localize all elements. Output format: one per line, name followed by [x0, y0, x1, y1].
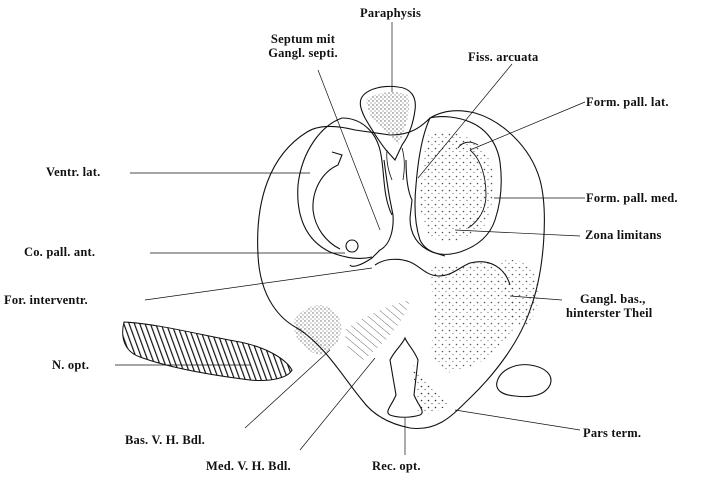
label-gangl-bas: Gangl. bas., hinterster Theil: [566, 292, 652, 320]
label-rec-opt: Rec. opt.: [372, 459, 421, 473]
label-zona-limitans: Zona limitans: [585, 228, 662, 242]
label-bas-vh-bdl: Bas. V. H. Bdl.: [125, 433, 205, 447]
optic-nerve: [123, 322, 292, 381]
label-septum: Septum mit Gangl. septi.: [248, 32, 358, 60]
label-form-pall-lat: Form. pall. lat.: [586, 95, 669, 109]
detached-fragment: [497, 365, 551, 397]
label-form-pall-med: Form. pall. med.: [586, 191, 678, 205]
label-med-vh-bdl: Med. V. H. Bdl.: [206, 459, 291, 473]
label-paraphysis: Paraphysis: [360, 6, 421, 20]
co-pall-ant-loop: [346, 240, 358, 252]
label-septum-line1: Septum mit: [248, 32, 358, 46]
label-n-opt: N. opt.: [52, 358, 89, 372]
label-ventr-lat: Ventr. lat.: [46, 165, 100, 179]
left-ventricle: [313, 152, 342, 249]
label-septum-line2: Gangl. septi.: [248, 46, 358, 60]
label-for-interventr: For. interventr.: [4, 293, 88, 307]
left-pallium: [298, 118, 372, 258]
label-co-pall-ant: Co. pall. ant.: [24, 245, 95, 259]
label-gangl-bas-line2: hinterster Theil: [566, 306, 652, 320]
label-gangl-bas-line1: Gangl. bas.,: [566, 292, 652, 306]
label-fiss-arcuata: Fiss. arcuata: [468, 50, 538, 64]
label-pars-term: Pars term.: [583, 426, 641, 440]
